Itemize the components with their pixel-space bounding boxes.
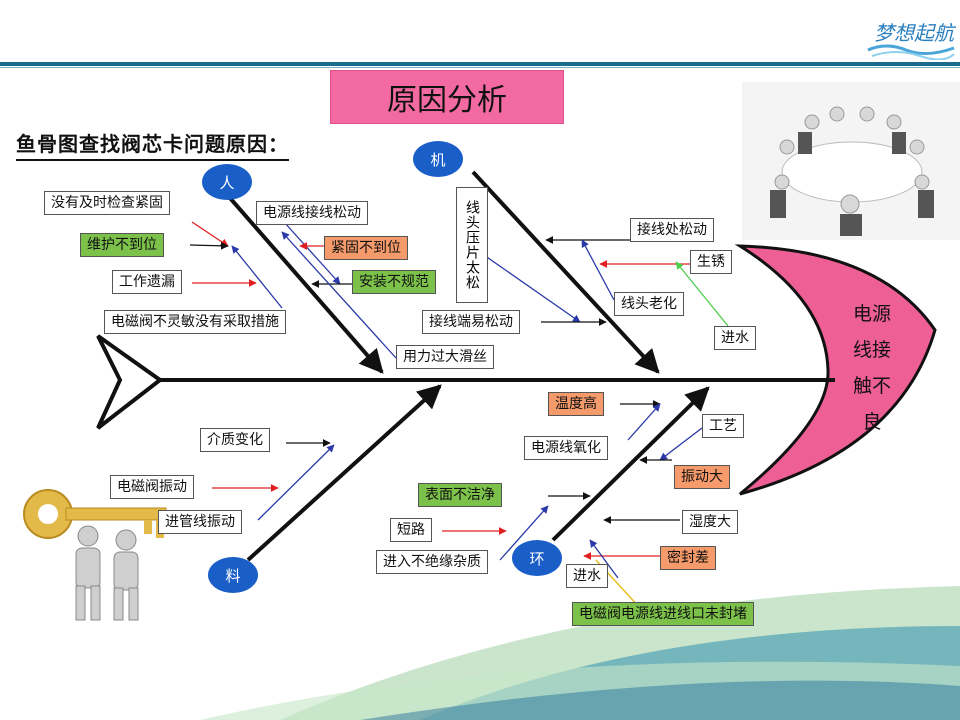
category-machine: 机: [413, 141, 463, 177]
cause-label: 振动大: [674, 465, 730, 489]
bone-environment: [551, 386, 710, 542]
cause-label: 工作遗漏: [112, 270, 182, 294]
key-carry-illustration: [23, 489, 167, 621]
cause-label: 温度高: [548, 392, 604, 416]
header-bar-thin: [0, 67, 960, 68]
cause-label: 短路: [390, 518, 432, 542]
cause-label: 电源线接线松动: [256, 201, 368, 225]
cause-label: 进水: [566, 564, 608, 588]
category-material: 料: [208, 557, 258, 593]
fish-head: [734, 244, 937, 496]
svg-text:梦想起航: 梦想起航: [874, 21, 956, 45]
logo: 梦想起航: [867, 21, 956, 60]
cause-label: 没有及时检查紧固: [44, 191, 170, 215]
header-bar: [0, 62, 960, 66]
page-title: 原因分析: [330, 70, 564, 124]
page-subtitle: 鱼骨图查找阀芯卡问题原因：: [16, 128, 289, 161]
bone-people: [228, 196, 384, 374]
bone-machine: [471, 170, 660, 374]
fish-tail: [96, 334, 164, 430]
cause-label: 电源线氧化: [524, 436, 608, 460]
cause-label: 介质变化: [200, 428, 270, 452]
decorative-waves: [200, 586, 960, 720]
cause-label: 维护不到位: [80, 233, 164, 257]
bone-material: [246, 384, 442, 562]
meeting-illustration: [742, 82, 960, 240]
cause-label: 密封差: [660, 546, 716, 570]
cause-label-vertical: 线头压片太松: [456, 187, 488, 303]
category-people: 人: [202, 164, 252, 200]
cause-label: 接线端易松动: [422, 310, 520, 334]
cause-label: 线头老化: [614, 292, 684, 316]
cause-label: 电磁阀不灵敏没有采取措施: [104, 310, 286, 334]
cause-label: 进管线振动: [158, 510, 242, 534]
cause-label: 进水: [714, 326, 756, 350]
cause-label: 接线处松动: [630, 218, 714, 242]
cause-label: 电磁阀振动: [110, 475, 194, 499]
cause-label: 紧固不到位: [324, 236, 408, 260]
cause-label: 安装不规范: [352, 270, 436, 294]
category-environment: 环: [512, 540, 562, 576]
cause-label: 生锈: [690, 250, 732, 274]
cause-label: 电磁阀电源线进线口未封堵: [572, 602, 754, 626]
effect-label: 电源线接触不良: [852, 303, 891, 433]
cause-label: 表面不洁净: [418, 483, 502, 507]
cause-label: 湿度大: [682, 510, 738, 534]
cause-label: 进入不绝缘杂质: [376, 550, 488, 574]
cause-label: 工艺: [702, 414, 744, 438]
cause-label: 用力过大滑丝: [396, 345, 494, 369]
